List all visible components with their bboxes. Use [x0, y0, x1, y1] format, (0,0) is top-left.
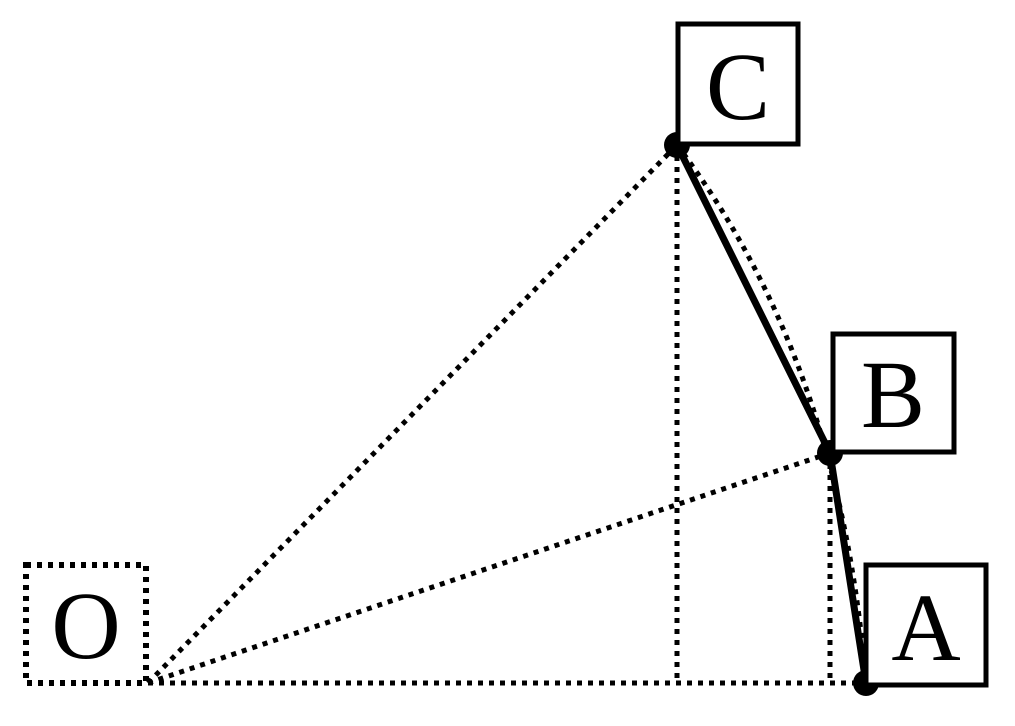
arc-c-to-a [675, 143, 869, 684]
label-c-group: C [675, 21, 801, 147]
label-a: A [891, 574, 960, 681]
label-b-box [830, 331, 957, 455]
label-o-box [23, 562, 149, 686]
label-o-group: O [23, 562, 149, 686]
segment-b-a [826, 449, 870, 687]
label-c-box [675, 21, 801, 147]
label-b: B [861, 341, 925, 448]
label-o: O [51, 572, 120, 679]
dotted-construction-lines [146, 143, 869, 686]
label-b-group: B [830, 331, 957, 455]
label-a-box [863, 562, 989, 688]
line-o-c [146, 143, 679, 685]
line-o-b [147, 450, 831, 686]
label-a-group: A [863, 562, 989, 688]
label-c: C [706, 33, 770, 140]
segment-c-b [673, 141, 834, 457]
solid-segments [673, 141, 870, 687]
